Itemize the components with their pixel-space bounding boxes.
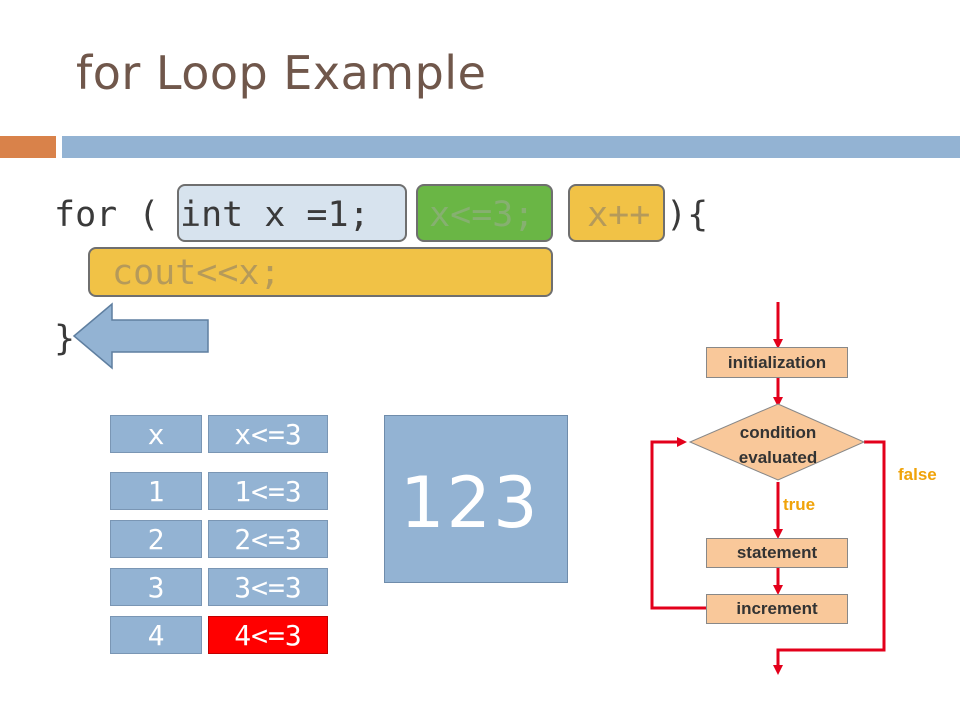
output-box bbox=[384, 415, 568, 583]
loop-back-arrow-icon bbox=[72, 302, 209, 370]
trace-row-condition-false: 4<=3 bbox=[208, 616, 328, 654]
title-accent-bar-orange bbox=[0, 136, 56, 158]
code-init: int x =1; bbox=[180, 195, 370, 235]
body-highlight bbox=[88, 247, 553, 297]
flow-statement-box: statement bbox=[706, 538, 848, 568]
output-text: 123 bbox=[400, 462, 540, 544]
init-highlight bbox=[177, 184, 407, 242]
code-close-header: ){ bbox=[666, 195, 709, 235]
trace-row-x: 3 bbox=[110, 568, 202, 606]
code-close-brace: } bbox=[54, 319, 76, 359]
trace-row-x: 1 bbox=[110, 472, 202, 510]
code-increment: x++ bbox=[566, 195, 651, 235]
trace-row-x: 4 bbox=[110, 616, 202, 654]
flow-false-label: false bbox=[898, 465, 937, 484]
trace-header-x: x bbox=[110, 415, 202, 453]
condition-highlight bbox=[416, 184, 553, 242]
trace-row-condition: 2<=3 bbox=[208, 520, 328, 558]
increment-highlight bbox=[568, 184, 665, 242]
trace-row-x: 2 bbox=[110, 520, 202, 558]
code-for-keyword: for ( bbox=[54, 195, 160, 235]
flow-increment-box: increment bbox=[706, 594, 848, 624]
flow-condition-line2: evaluated bbox=[738, 448, 818, 467]
title-accent-bar-blue bbox=[62, 136, 960, 158]
trace-header-condition: x<=3 bbox=[208, 415, 328, 453]
flow-condition-line1: condition bbox=[739, 423, 817, 442]
code-condition: x<=3; bbox=[408, 195, 535, 235]
page-title: for Loop Example bbox=[76, 46, 487, 100]
flow-initialization-box: initialization bbox=[706, 347, 848, 378]
flow-condition-diamond: condition evaluated bbox=[700, 420, 856, 470]
trace-row-condition: 1<=3 bbox=[208, 472, 328, 510]
code-body: cout<<x; bbox=[112, 253, 281, 293]
flow-true-label: true bbox=[783, 495, 816, 514]
trace-row-condition: 3<=3 bbox=[208, 568, 328, 606]
